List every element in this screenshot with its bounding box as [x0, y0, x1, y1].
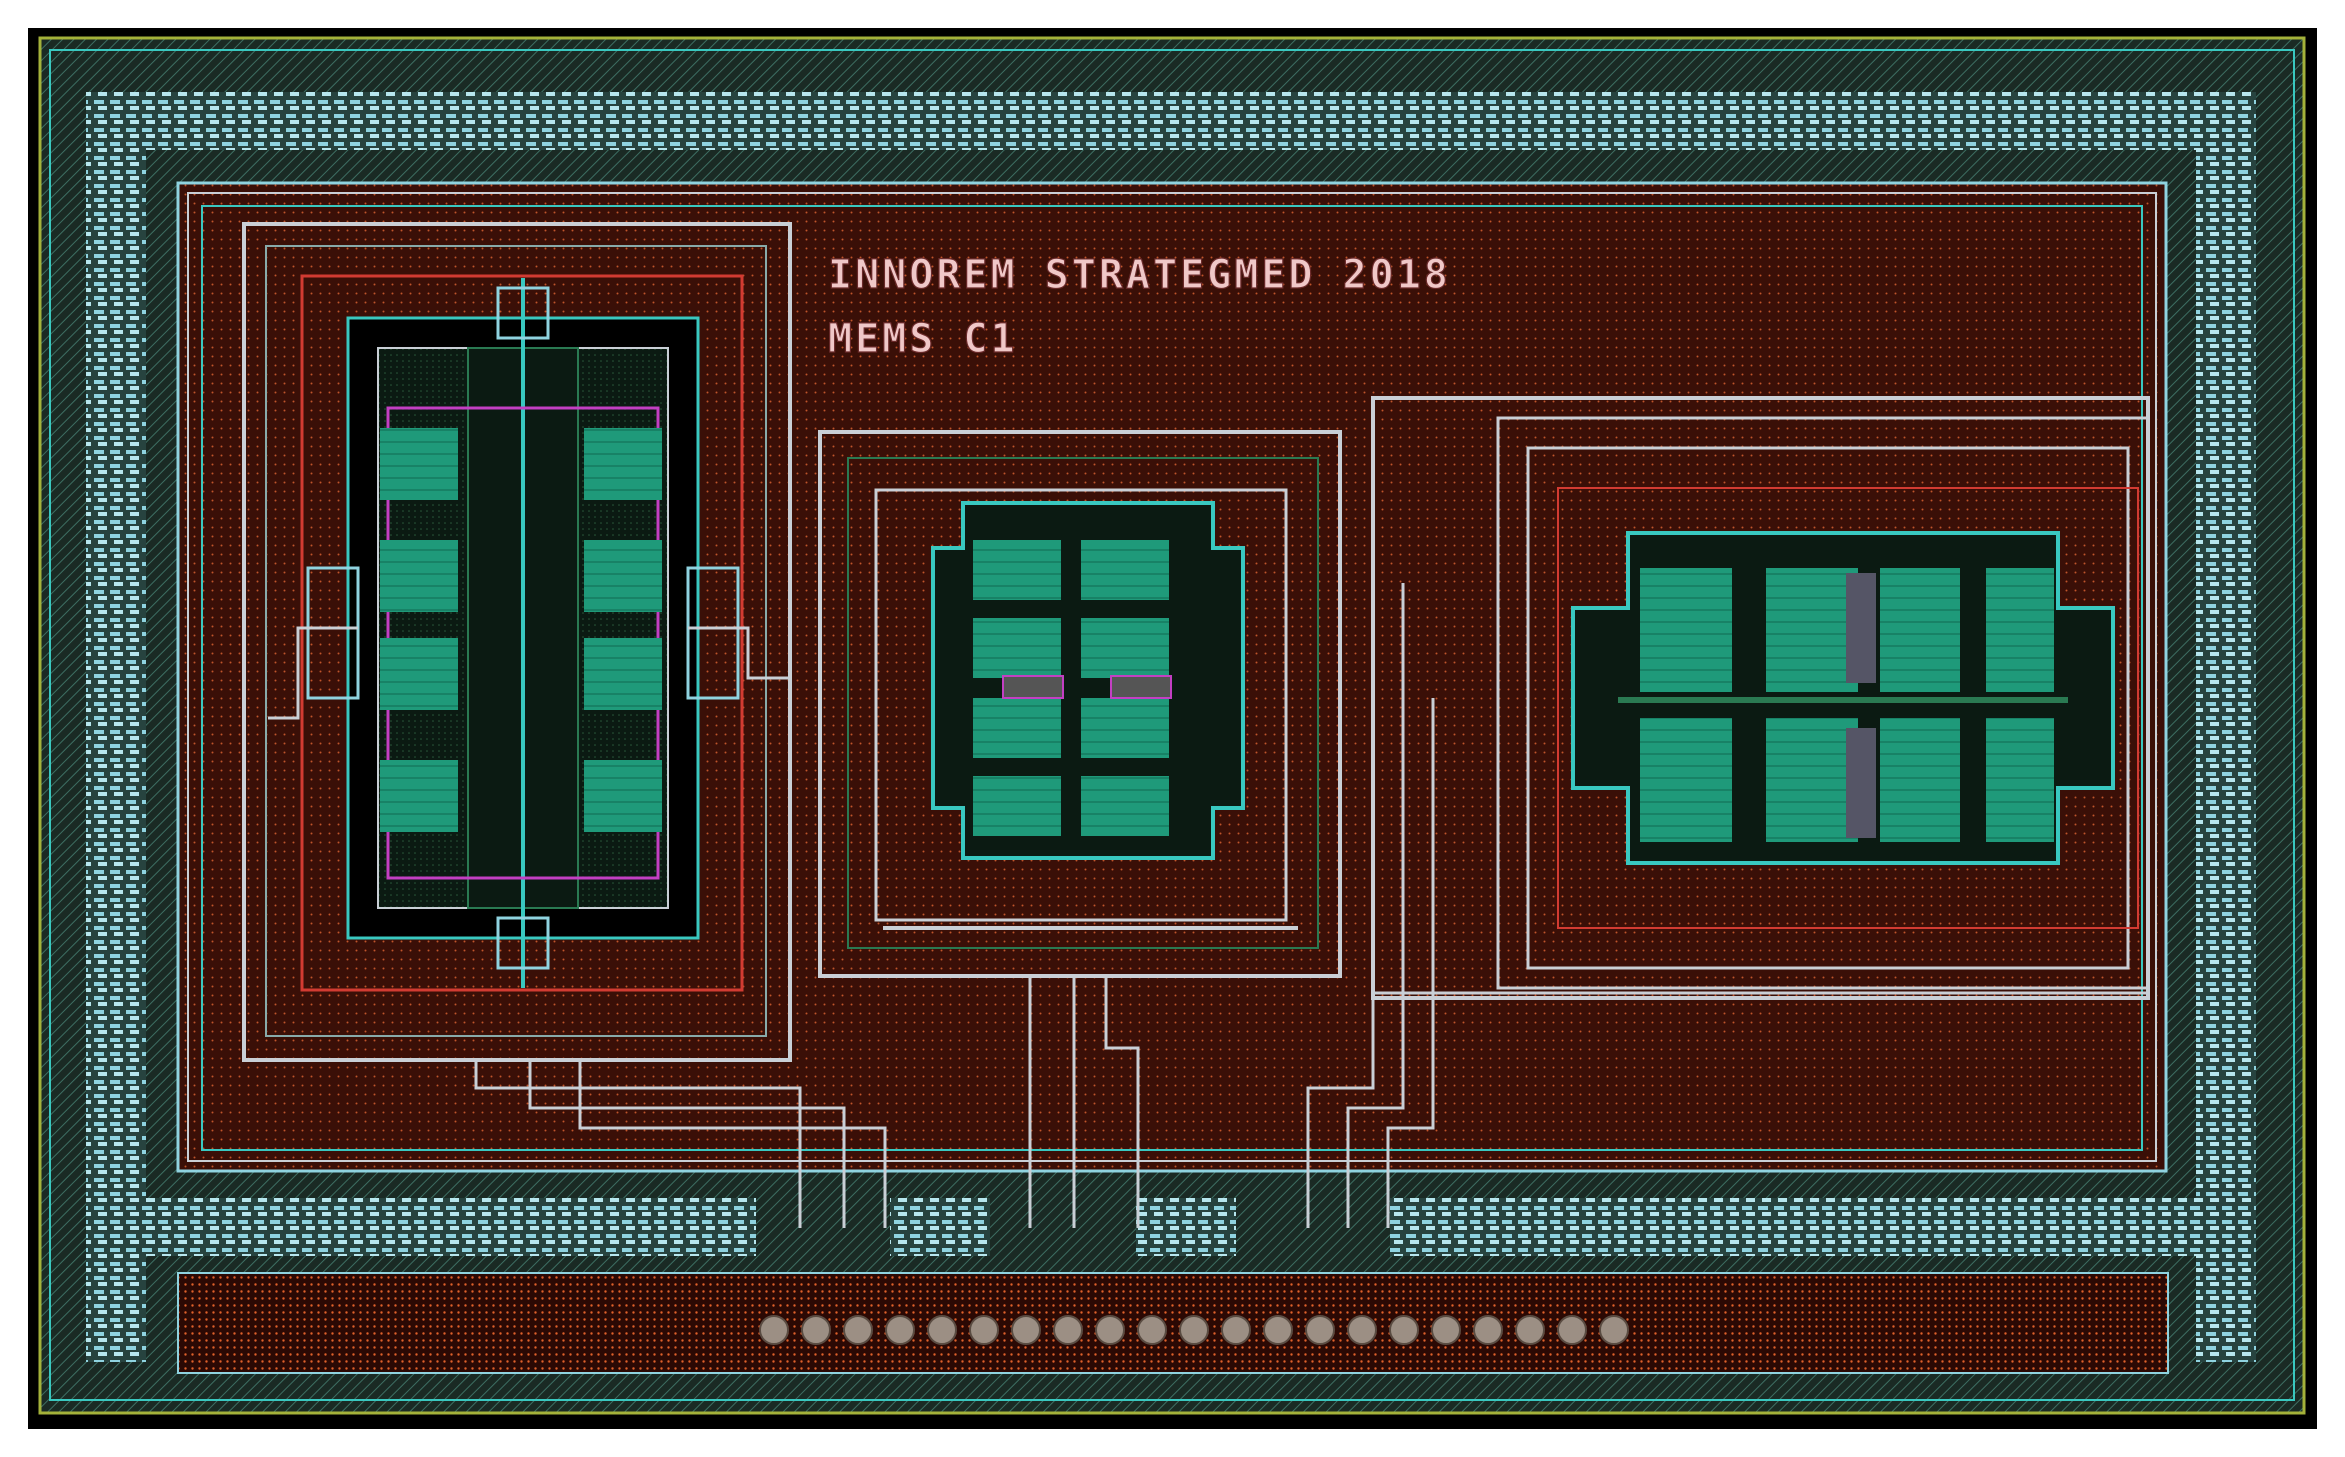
bond-pad: [1389, 1315, 1419, 1345]
bond-pad: [1305, 1315, 1335, 1345]
right-accelerometer: [1371, 396, 2150, 1000]
bond-pad: [1473, 1315, 1503, 1345]
bond-pad: [1347, 1315, 1377, 1345]
bond-pad: [843, 1315, 873, 1345]
pad-area: [177, 1272, 2169, 1374]
bond-pads: [759, 1315, 1629, 1345]
bond-pad: [1557, 1315, 1587, 1345]
bond-pad: [927, 1315, 957, 1345]
bond-pad: [885, 1315, 915, 1345]
chip-subtitle: MEMS C1: [828, 316, 1018, 362]
bond-pad: [1599, 1315, 1629, 1345]
bond-pad: [1053, 1315, 1083, 1345]
seal-ring-bottom-mid1: [890, 1198, 990, 1256]
bond-pad: [759, 1315, 789, 1345]
bond-pad: [1137, 1315, 1167, 1345]
chip-layout-frame: INNOREM STRATEGMED 2018 MEMS C1: [28, 28, 2317, 1429]
seal-ring-right: [2196, 92, 2256, 1362]
left-electrodes: [380, 428, 662, 832]
bond-pad: [1221, 1315, 1251, 1345]
seal-ring-left: [86, 92, 146, 1362]
seal-ring-top: [86, 92, 2256, 150]
bond-pad: [1095, 1315, 1125, 1345]
seal-ring-bottom-right: [1390, 1198, 2196, 1256]
bond-pad: [801, 1315, 831, 1345]
bond-pad: [1179, 1315, 1209, 1345]
bond-pad: [969, 1315, 999, 1345]
chip-layout: INNOREM STRATEGMED 2018 MEMS C1: [38, 36, 2306, 1415]
chip-title: INNOREM STRATEGMED 2018: [828, 252, 1451, 298]
seal-ring-bottom-left: [146, 1198, 756, 1256]
bond-pad: [1515, 1315, 1545, 1345]
left-resonator: [242, 222, 792, 1062]
bond-pad: [1263, 1315, 1293, 1345]
bond-pad: [1011, 1315, 1041, 1345]
middle-accelerometer: [818, 430, 1342, 978]
routing: [474, 398, 2148, 1228]
bond-pad: [1431, 1315, 1461, 1345]
die-inner-outline: [49, 49, 2295, 1401]
seal-ring-bottom-mid2: [1136, 1198, 1236, 1256]
